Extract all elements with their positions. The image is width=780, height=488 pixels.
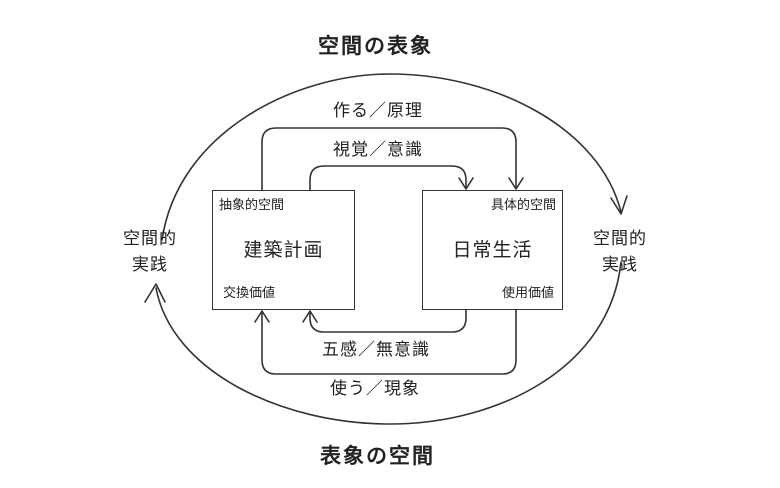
vision-consciousness-arrowhead-icon [458, 177, 474, 190]
senses-unconscious-arrowhead-icon [302, 310, 318, 323]
outer-cycle-top-arc [161, 73, 622, 241]
outer-cycle-bottom-arc [155, 261, 622, 425]
make-principle-arrowhead-icon [508, 177, 524, 190]
right-side-label: 空間的 実践 [580, 226, 660, 279]
outer-cycle-top-arrowhead-icon [610, 195, 628, 215]
everyday-life-label: 日常生活 [452, 239, 533, 261]
architectural-planning-box: 抽象的空間 建築計画 交換価値 [212, 190, 355, 310]
left-side-label-line-2: 実践 [132, 255, 168, 276]
use-phenomenon-label: 使う／現象 [330, 379, 420, 399]
everyday-life-box: 具体的空間 日常生活 使用価値 [422, 190, 563, 310]
use-phenomenon-arrow [261, 309, 517, 375]
senses-unconscious-arrow [309, 309, 467, 333]
left-side-label-line-1: 空間的 [123, 229, 177, 249]
architectural-planning-label: 建築計画 [243, 239, 324, 261]
left-side-label: 空間的 実践 [110, 226, 190, 279]
vision-consciousness-arrow [309, 165, 467, 191]
top-title: 空間の表象 [318, 34, 433, 58]
right-side-label-line-1: 空間的 [593, 229, 647, 249]
use-value-label: 使用価値 [501, 286, 554, 301]
abstract-space-label: 抽象的空間 [219, 198, 285, 213]
senses-unconscious-label: 五感／無意識 [322, 340, 430, 360]
make-principle-label: 作る／原理 [333, 101, 423, 121]
exchange-value-label: 交換価値 [223, 286, 276, 301]
bottom-title: 表象の空間 [320, 444, 435, 468]
vision-consciousness-label: 視覚／意識 [333, 140, 423, 160]
outer-cycle-bottom-arrowhead-icon [144, 283, 166, 303]
make-principle-arrow [261, 127, 517, 191]
right-side-label-line-2: 実践 [602, 255, 638, 276]
concrete-space-label: 具体的空間 [490, 198, 556, 213]
use-phenomenon-arrowhead-icon [254, 310, 270, 323]
